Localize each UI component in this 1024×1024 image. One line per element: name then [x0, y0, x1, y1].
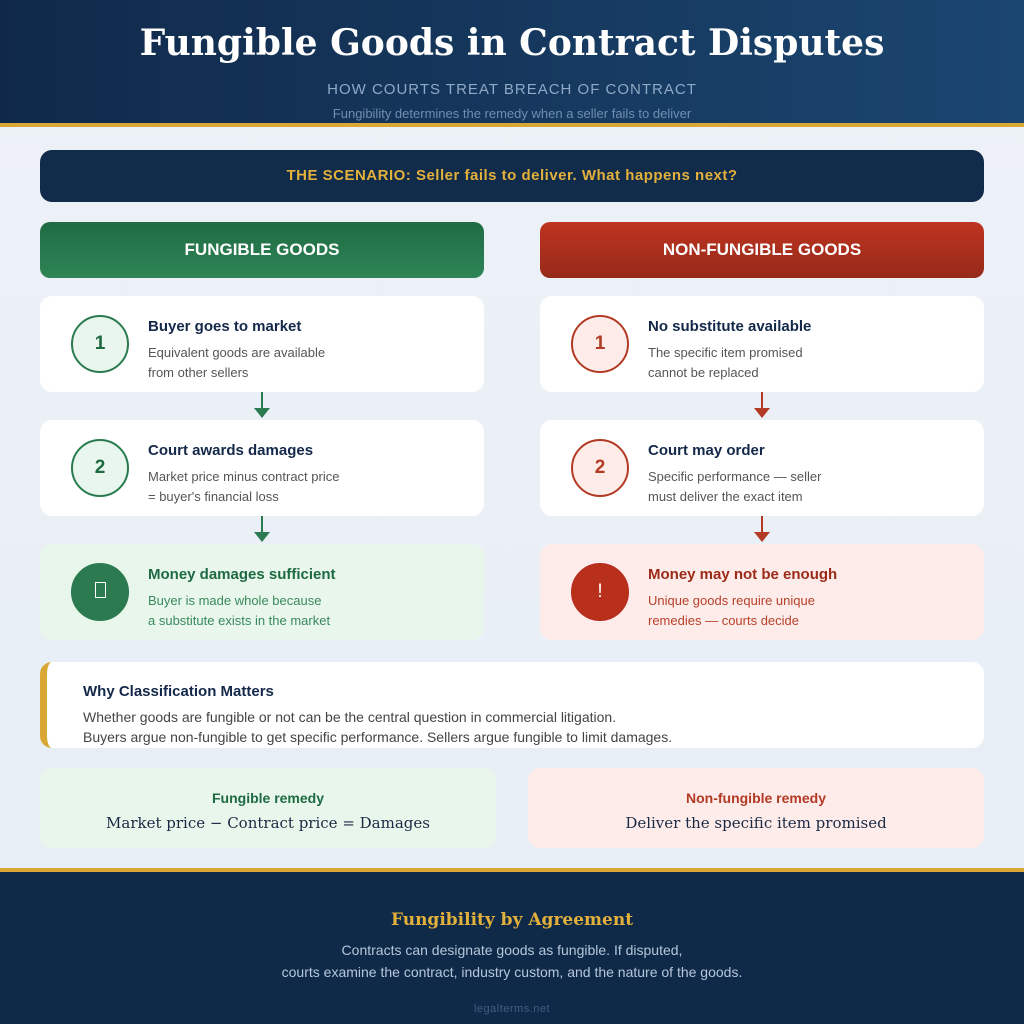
- non-fungible-step-1: 1 No substitute available The specific i…: [540, 296, 984, 392]
- step-number: 2: [571, 439, 629, 497]
- subtitle: HOW COURTS TREAT BREACH OF CONTRACT: [327, 81, 697, 98]
- arrow-down-icon: [754, 516, 770, 542]
- remedy-label: Fungible remedy: [211, 790, 325, 806]
- fungible-outcome: Money damages sufficient Buyer is made w…: [40, 544, 484, 640]
- outcome-title: Money may not be enough: [648, 566, 838, 583]
- why-classification-callout: Why Classification Matters Whether goods…: [40, 662, 984, 748]
- remedy-formula: Deliver the specific item promised: [625, 814, 887, 832]
- footer-title: Fungibility by Agreement: [390, 910, 634, 930]
- footer-text: Contracts can designate goods as fungibl…: [281, 942, 743, 980]
- remedy-formula: Market price − Contract price = Damages: [106, 814, 430, 832]
- callout-title: Why Classification Matters: [83, 683, 274, 700]
- exclamation-icon: !: [571, 563, 629, 621]
- scenario-banner: THE SCENARIO: Seller fails to deliver. W…: [40, 150, 984, 202]
- step-number: 1: [71, 315, 129, 373]
- step-title: Buyer goes to market: [148, 318, 302, 335]
- step-title: Court awards damages: [148, 442, 314, 459]
- fungible-step-1: 1 Buyer goes to market Equivalent goods …: [40, 296, 484, 392]
- non-fungible-remedy-box: Non-fungible remedy Deliver the specific…: [528, 768, 984, 848]
- fungible-remedy-box: Fungible remedy Market price − Contract …: [40, 768, 496, 848]
- outcome-title: Money damages sufficient: [148, 566, 336, 583]
- step-number: 2: [71, 439, 129, 497]
- arrow-down-icon: [254, 392, 270, 418]
- fungible-step-2: 2 Court awards damages Market price minu…: [40, 420, 484, 516]
- source-credit: legalterms.net: [473, 1003, 551, 1015]
- non-fungible-heading: NON-FUNGIBLE GOODS: [540, 222, 984, 278]
- step-title: No substitute available: [648, 318, 812, 335]
- arrow-down-icon: [754, 392, 770, 418]
- step-desc: Market price minus contract price= buyer…: [148, 469, 340, 504]
- step-number: 1: [571, 315, 629, 373]
- fungible-heading: FUNGIBLE GOODS: [40, 222, 484, 278]
- page-title: Fungible Goods in Contract Disputes: [139, 22, 885, 64]
- header: Fungible Goods in Contract Disputes HOW …: [0, 0, 1024, 127]
- check-icon: [71, 563, 129, 621]
- non-fungible-step-2: 2 Court may order Specific performance —…: [540, 420, 984, 516]
- callout-text: Whether goods are fungible or not can be…: [83, 709, 673, 745]
- tagline: Fungibility determines the remedy when a…: [332, 106, 692, 121]
- remedy-label: Non-fungible remedy: [685, 790, 826, 806]
- non-fungible-outcome: ! Money may not be enough Unique goods r…: [540, 544, 984, 640]
- arrow-down-icon: [254, 516, 270, 542]
- step-title: Court may order: [648, 442, 765, 459]
- footer: Fungibility by Agreement Contracts can d…: [0, 868, 1024, 1024]
